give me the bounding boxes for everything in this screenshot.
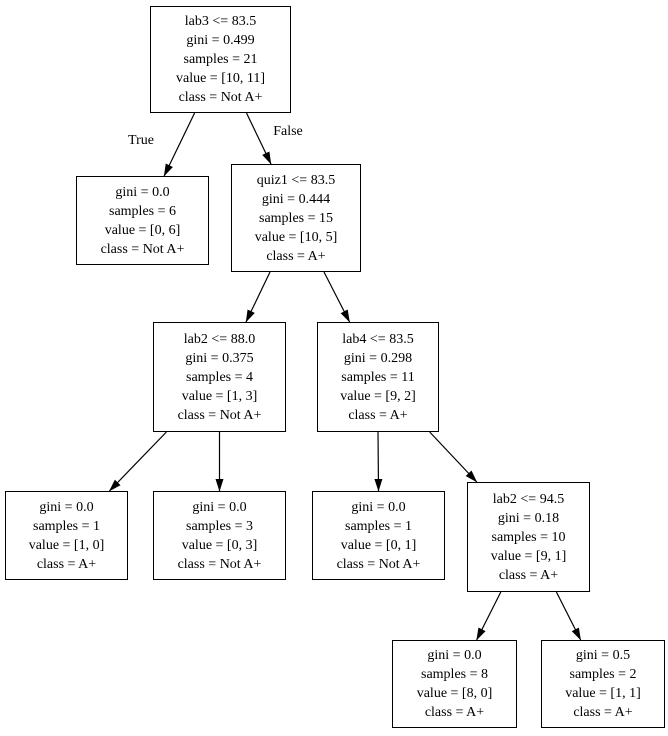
- edge-lab2-94-left: [476, 591, 502, 641]
- edge-lab2-94-right: [555, 591, 582, 641]
- node-class: class = A+: [348, 407, 408, 423]
- node-class: class = Not A+: [177, 407, 262, 423]
- tree-node-leaf-a-plus-8: gini = 0.0 samples = 8 value = [8, 0] cl…: [392, 640, 517, 728]
- tree-node-leaf-not-a-plus-3: gini = 0.0 samples = 3 value = [0, 3] cl…: [153, 491, 286, 580]
- edge-lab4-right: [429, 431, 478, 483]
- edge-label-true: True: [128, 133, 154, 148]
- node-split-condition: lab2 <= 94.5: [492, 491, 565, 507]
- node-samples: samples = 2: [569, 667, 637, 682]
- node-gini: gini = 0.18: [497, 510, 560, 526]
- node-class: class = A+: [498, 567, 559, 583]
- tree-node-lab2-88: lab2 <= 88.0 gini = 0.375 samples = 4 va…: [153, 322, 286, 432]
- tree-node-leaf-a-plus-1: gini = 0.0 samples = 1 value = [1, 0] cl…: [5, 491, 128, 580]
- tree-node-lab2-94: lab2 <= 94.5 gini = 0.18 samples = 10 va…: [467, 482, 590, 592]
- node-class: class = A+: [266, 248, 326, 264]
- node-class: class = A+: [573, 705, 633, 720]
- node-value: value = [1, 3]: [181, 388, 258, 404]
- node-class: class = Not A+: [177, 556, 262, 572]
- edge-root-false: [245, 112, 272, 165]
- node-value: value = [1, 1]: [565, 686, 641, 701]
- node-samples: samples = 10: [491, 529, 566, 545]
- node-value: value = [0, 1]: [340, 537, 417, 553]
- node-samples: samples = 4: [186, 369, 253, 385]
- node-value: value = [9, 2]: [340, 388, 416, 404]
- node-gini: gini = 0.444: [261, 191, 331, 207]
- node-samples: samples = 11: [341, 369, 415, 385]
- edge-label-false: False: [273, 124, 303, 139]
- tree-node-root-lab3: lab3 <= 83.5 gini = 0.499 samples = 21 v…: [150, 6, 291, 113]
- node-samples: samples = 6: [109, 203, 176, 219]
- node-class: class = A+: [36, 556, 97, 572]
- tree-node-leaf-not-a-plus-6: gini = 0.0 samples = 6 value = [0, 6] cl…: [76, 176, 209, 265]
- node-samples: samples = 21: [183, 52, 258, 67]
- tree-node-leaf-not-a-plus-1: gini = 0.0 samples = 1 value = [0, 1] cl…: [312, 491, 445, 580]
- node-samples: samples = 15: [259, 210, 333, 226]
- node-class: class = A+: [424, 705, 485, 720]
- tree-node-leaf-a-plus-2: gini = 0.5 samples = 2 value = [1, 1] cl…: [541, 640, 665, 728]
- node-samples: samples = 1: [33, 518, 100, 534]
- node-value: value = [0, 3]: [181, 537, 258, 553]
- node-value: value = [8, 0]: [416, 686, 493, 701]
- node-split-condition: lab2 <= 88.0: [183, 331, 256, 347]
- node-samples: samples = 8: [421, 667, 488, 682]
- node-value: value = [10, 11]: [175, 71, 266, 86]
- edge-root-true: [163, 112, 196, 177]
- node-class: class = Not A+: [336, 556, 421, 572]
- edge-lab4-left: [374, 431, 383, 492]
- node-gini: gini = 0.5: [575, 648, 631, 663]
- node-gini: gini = 0.0: [192, 499, 247, 515]
- edge-quiz1-right: [323, 271, 351, 323]
- tree-node-lab4: lab4 <= 83.5 gini = 0.298 samples = 11 v…: [317, 322, 439, 432]
- tree-node-quiz1: quiz1 <= 83.5 gini = 0.444 samples = 15 …: [231, 164, 361, 272]
- node-gini: gini = 0.0: [39, 499, 94, 515]
- node-value: value = [1, 0]: [28, 537, 105, 553]
- node-value: value = [9, 1]: [490, 548, 567, 564]
- node-split-condition: lab3 <= 83.5: [184, 14, 257, 29]
- node-gini: gini = 0.298: [343, 350, 413, 366]
- node-split-condition: lab4 <= 83.5: [342, 331, 414, 347]
- node-gini: gini = 0.0: [115, 184, 170, 200]
- node-class: class = Not A+: [100, 241, 185, 257]
- node-value: value = [0, 6]: [104, 222, 181, 238]
- node-samples: samples = 1: [345, 518, 412, 534]
- node-class: class = Not A+: [178, 90, 263, 105]
- node-samples: samples = 3: [186, 518, 253, 534]
- node-split-condition: quiz1 <= 83.5: [256, 172, 336, 188]
- node-gini: gini = 0.375: [185, 350, 254, 366]
- node-gini: gini = 0.499: [186, 33, 255, 48]
- edge-lab2-88-left: [108, 431, 167, 492]
- node-gini: gini = 0.0: [351, 499, 406, 515]
- edge-quiz1-left: [245, 271, 271, 323]
- node-gini: gini = 0.0: [427, 648, 482, 663]
- node-value: value = [10, 5]: [254, 229, 338, 245]
